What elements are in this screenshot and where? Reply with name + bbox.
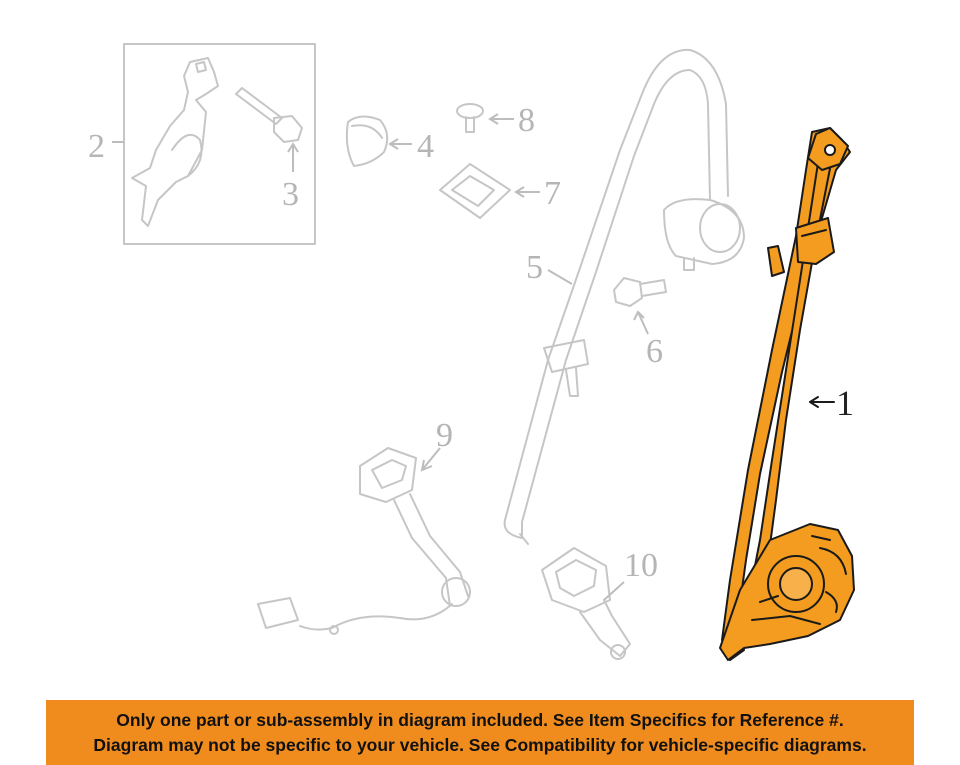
callout-9: 9 [436, 417, 453, 454]
top-anchor-hole [824, 144, 836, 156]
callout-10: 10 [624, 547, 658, 584]
part-7-group [439, 163, 540, 219]
callout-8: 8 [518, 102, 535, 139]
part-8-group [456, 103, 514, 133]
disclaimer-line-1: Only one part or sub-assembly in diagram… [116, 710, 844, 730]
side-tab [767, 245, 785, 277]
callout-5: 5 [526, 249, 543, 286]
guide-plate-7-drawing [439, 163, 511, 219]
part-4-group [345, 115, 412, 167]
anchor-bracket-drawing [131, 57, 219, 227]
callout-2: 2 [88, 128, 105, 165]
part-6-group [613, 277, 667, 335]
part-2-inset-box [123, 43, 316, 245]
callout-6: 6 [646, 333, 663, 370]
buckle-10-drawing [541, 547, 611, 613]
callout-3: 3 [282, 176, 299, 213]
buckle-9-drawing [359, 447, 417, 503]
screw-8-drawing [456, 103, 484, 119]
belt-webbing-5-drawing [504, 48, 729, 521]
bolt-6-drawing [613, 277, 643, 307]
part-1-seat-belt-assembly [719, 127, 855, 661]
callout-4: 4 [417, 128, 434, 165]
part-10-group [541, 547, 631, 660]
disclaimer-banner: Only one part or sub-assembly in diagram… [46, 700, 914, 765]
callout-1: 1 [836, 383, 854, 423]
part-9-group [257, 447, 471, 635]
cover-4-drawing [345, 115, 389, 167]
part-5-group [503, 48, 745, 545]
parts-diagram: 1 2 3 4 5 6 7 8 9 10 [88, 43, 855, 661]
part-2-group [112, 43, 316, 245]
disclaimer-line-2: Diagram may not be specific to your vehi… [93, 735, 867, 755]
retractor-spool-inner [779, 567, 813, 601]
callout-7: 7 [544, 175, 561, 212]
